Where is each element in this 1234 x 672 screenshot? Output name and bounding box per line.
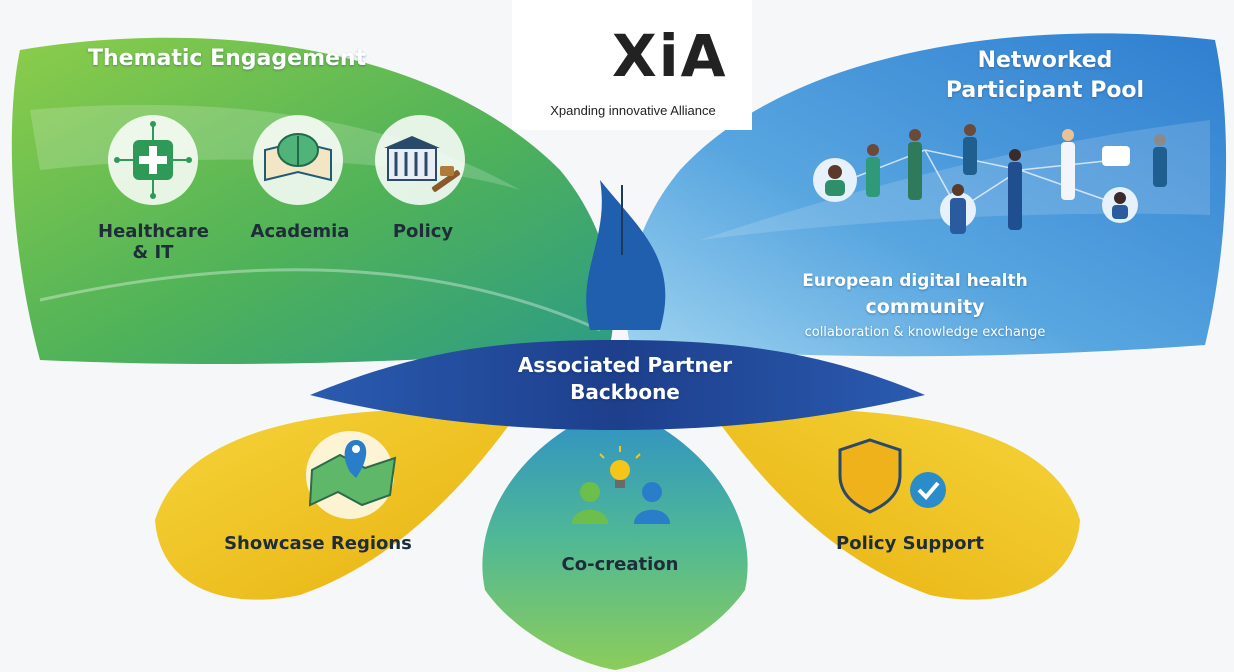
community-line3: collaboration & knowledge exchange <box>804 325 1046 340</box>
backbone-band <box>310 340 925 430</box>
petal-cocreation <box>482 405 748 670</box>
lightbulb-people-icon <box>572 446 670 524</box>
shield-check-icon <box>838 438 946 514</box>
medical-cross-circuit-icon <box>108 115 198 205</box>
thematic-item-healthcare: Healthcare & IT <box>98 221 209 263</box>
thematic-item-policy: Policy <box>392 221 454 242</box>
participant-figures <box>813 124 1167 234</box>
logo-wordmark: XiA <box>612 22 728 90</box>
network-title-line1: Networked <box>977 48 1113 73</box>
cocreation-label: Co-creation <box>561 554 679 575</box>
logo-panel <box>512 0 752 130</box>
network-title-line2: Participant Pool <box>945 78 1145 103</box>
courthouse-gavel-icon <box>375 115 465 205</box>
right-wing-highlight <box>700 120 1210 240</box>
showcase-regions-label: Showcase Regions <box>224 533 412 554</box>
brain-book-icon <box>253 115 343 205</box>
backbone-line2: Backbone <box>570 380 680 404</box>
right-wing-network <box>626 33 1227 357</box>
left-wing-wave <box>39 268 601 332</box>
thematic-item-academia: Academia <box>250 221 350 242</box>
policy-support-label: Policy Support <box>836 533 984 554</box>
logo-tagline: Xpanding innovative Alliance <box>550 103 716 118</box>
map-pin-icon <box>306 431 397 519</box>
backbone-line1: Associated Partner <box>517 353 733 377</box>
community-line1: European digital health <box>802 271 1028 291</box>
community-line2: community <box>865 296 985 318</box>
center-stem <box>586 180 666 330</box>
petal-policy-support <box>710 408 1080 600</box>
thematic-title: Thematic Engagement <box>88 46 367 71</box>
